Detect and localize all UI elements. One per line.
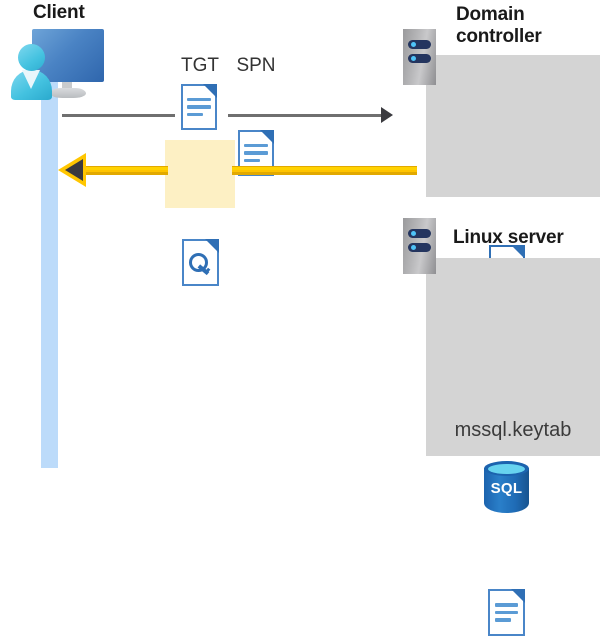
response-line-right xyxy=(232,166,417,175)
domain-controller-label-line1: Domain xyxy=(456,4,525,25)
request-line-mid xyxy=(228,114,285,117)
token-label-spn: SPN xyxy=(236,55,276,76)
token-label-tgt: TGT xyxy=(181,55,219,76)
diagram-canvas: Client TGT SPN xyxy=(6,2,600,636)
response-line-left xyxy=(80,166,168,175)
response-arrow-head xyxy=(58,153,92,187)
keytab-caption: mssql.keytab xyxy=(454,419,572,441)
monitor-base xyxy=(50,88,86,98)
domain-controller-label: Domain controller xyxy=(456,4,596,48)
document-icon-tgt xyxy=(181,84,217,130)
sql-database-icon: SQL xyxy=(484,461,529,513)
domain-controller-panel xyxy=(426,55,600,197)
request-line-right xyxy=(285,114,382,117)
person-head xyxy=(18,44,45,71)
keytab-document-icon xyxy=(488,589,525,636)
client-lifeline xyxy=(41,60,58,468)
response-token-highlight xyxy=(165,140,235,208)
linux-server-label: Linux server xyxy=(453,227,564,248)
person-collar xyxy=(22,70,40,89)
sql-database-caption: SQL xyxy=(490,480,523,497)
linux-server-panel xyxy=(426,258,600,456)
server-rack-icon-dc xyxy=(403,29,436,85)
key-document-icon xyxy=(182,239,219,286)
domain-controller-label-line2: controller xyxy=(456,26,542,47)
user-with-monitor-icon xyxy=(6,26,106,100)
request-arrow-head xyxy=(381,107,393,123)
server-rack-icon-linux xyxy=(403,218,436,274)
monitor-neck xyxy=(62,82,72,91)
client-label: Client xyxy=(33,2,85,23)
request-line-left xyxy=(62,114,175,117)
